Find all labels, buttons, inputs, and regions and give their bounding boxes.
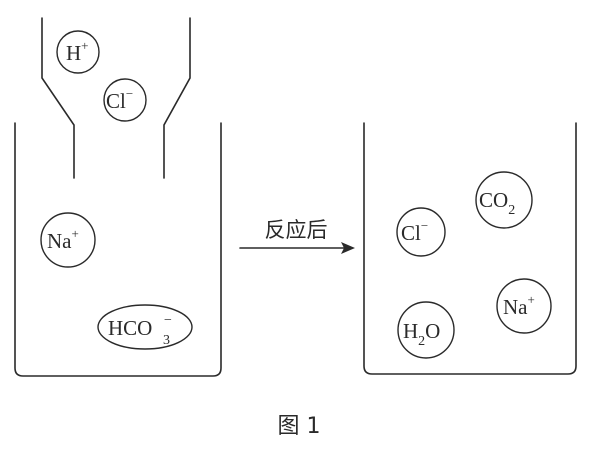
molecule-circle-h2o: [397, 301, 455, 359]
right-beaker: [363, 122, 577, 375]
ion-label-h: H+: [66, 38, 89, 65]
arrow-label: 反应后: [265, 218, 328, 242]
funnel-left-wall: [41, 17, 75, 179]
figure-caption: 图 1: [278, 414, 321, 439]
ion-label-hco3: HCO3−: [108, 313, 172, 348]
ion-label-na-right: Na+: [503, 292, 535, 319]
molecule-label-h2o: H2O: [403, 319, 440, 349]
ion-circle-na-right: [496, 278, 552, 334]
ion-label-na: Na+: [47, 226, 79, 253]
ion-ellipse-hco3: [97, 304, 193, 350]
ion-circle-cl-right: [396, 207, 446, 257]
ion-circle-h: [56, 30, 100, 74]
reaction-arrow-head: [341, 242, 355, 254]
funnel-right-wall: [163, 17, 191, 179]
ion-circle-cl: [103, 78, 147, 122]
molecule-label-co2: CO2: [479, 188, 515, 218]
ion-circle-na: [40, 212, 96, 268]
ion-label-cl: Cl−: [106, 86, 133, 113]
molecule-circle-co2: [475, 171, 533, 229]
left-beaker: [14, 122, 222, 377]
ion-label-cl-right: Cl−: [401, 218, 428, 245]
